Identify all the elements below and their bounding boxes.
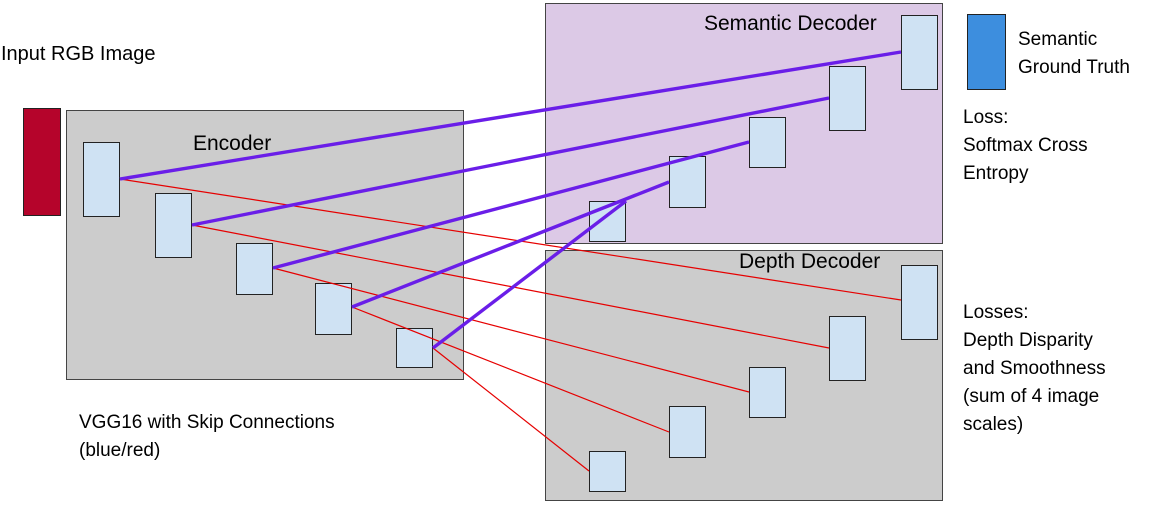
semantic-decoder-block-5 [901, 15, 938, 90]
semantic-decoder-title: Semantic Decoder [704, 12, 877, 35]
encoder-block-1 [83, 142, 120, 217]
encoder-block-5 [396, 328, 433, 368]
loss-title: Loss: [963, 107, 1009, 128]
loss-line-2: Entropy [963, 163, 1029, 184]
semantic-decoder-block-2 [669, 156, 706, 208]
encoder-block-2 [155, 193, 192, 258]
depth-decoder-block-4 [829, 316, 866, 381]
input-label: Input RGB Image [1, 43, 156, 65]
depth-decoder-block-3 [749, 367, 786, 418]
encoder-block-4 [315, 283, 352, 335]
vgg-caption-line-1: VGG16 with Skip Connections [79, 412, 335, 433]
losses-title: Losses: [963, 302, 1029, 323]
legend-line-1: Semantic [1018, 29, 1098, 50]
depth-decoder-block-2 [669, 406, 706, 458]
depth-decoder-block-1 [589, 451, 626, 492]
encoder-block-3 [236, 243, 273, 295]
semantic-decoder-block-3 [749, 117, 786, 168]
input-rgb-image [23, 108, 61, 216]
semantic-decoder-block-1 [589, 201, 626, 242]
depth-decoder-block-5 [901, 265, 938, 340]
semantic-ground-truth-swatch [967, 14, 1006, 90]
semantic-decoder-block-4 [829, 66, 866, 131]
legend-line-2: Ground Truth [1018, 57, 1130, 78]
vgg-caption-line-2: (blue/red) [79, 440, 161, 461]
losses-line-4: scales) [963, 414, 1024, 435]
depth-decoder-title: Depth Decoder [739, 250, 881, 273]
encoder-title: Encoder [193, 132, 272, 155]
losses-line-1: Depth Disparity [963, 330, 1093, 351]
losses-line-2: and Smoothness [963, 358, 1106, 379]
loss-line-1: Softmax Cross [963, 135, 1088, 156]
losses-line-3: (sum of 4 image [963, 386, 1100, 407]
